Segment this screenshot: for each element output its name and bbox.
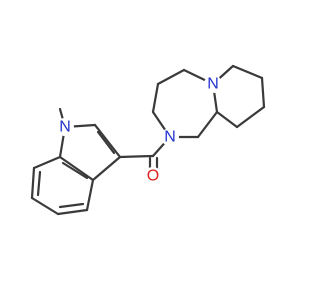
bond-c-c-top — [231, 64, 264, 80]
bond-c4-c3a — [85, 178, 95, 212]
bond-c7-c6-double — [36, 170, 42, 197]
atom-n-bridge: N — [204, 75, 222, 93]
bond-c3-carbonyl — [118, 154, 155, 159]
atom-o-carbonyl: O — [144, 167, 162, 185]
bond-c2-c3 — [93, 123, 122, 159]
molecule-structure-diagram: N N N O — [30, 64, 266, 216]
bond-c5-c4 — [56, 208, 89, 216]
bond-c-c-bottom — [235, 105, 266, 129]
bond-c6-c5 — [30, 196, 60, 216]
atom-n-indole-label: N — [59, 119, 71, 136]
bond-c-c-3 — [196, 110, 219, 139]
atom-n-bridge-label: N — [207, 76, 219, 93]
atom-n-amide-label: N — [164, 129, 176, 146]
bond-c5-c4-double — [58, 202, 85, 209]
atom-layer: N N N O — [56, 75, 222, 185]
bond-c7-c6 — [30, 166, 36, 200]
bond-c3-c3a — [91, 155, 122, 182]
bond-c3a-c7a — [58, 155, 95, 182]
bond-layer — [30, 64, 266, 216]
bond-c2-c3-double — [96, 130, 116, 155]
bond-c-c-right — [260, 76, 266, 109]
atom-n-indole: N — [56, 118, 74, 136]
bond-c-c-junction — [215, 110, 239, 129]
atom-o-carbonyl-label: O — [147, 168, 159, 185]
bond-c-c-2 — [156, 68, 186, 86]
bond-c-c-1 — [151, 82, 160, 114]
atom-n-amide: N — [161, 128, 179, 146]
bond-c7a-c7 — [32, 155, 62, 170]
bond-c3a-c7a-inner — [61, 161, 89, 180]
